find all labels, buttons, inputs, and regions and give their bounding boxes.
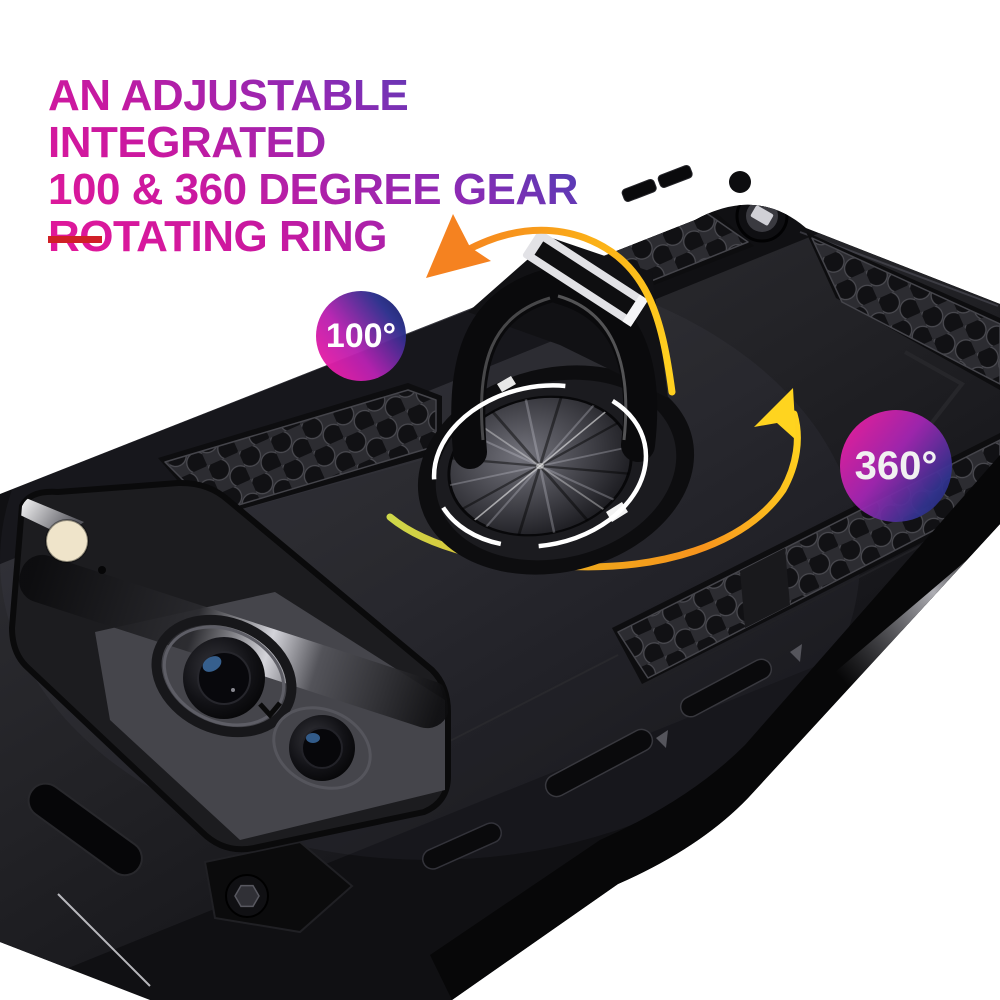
camera-lens-main bbox=[151, 614, 297, 738]
hinge-bracket bbox=[522, 230, 649, 327]
phone-case bbox=[0, 164, 1000, 1000]
headline-line-1: AN ADJUSTABLE INTEGRATED bbox=[48, 71, 409, 167]
camera-flash-icon bbox=[45, 519, 89, 563]
badge-360-degree: 360° bbox=[840, 410, 952, 522]
rotation-arrow-100-icon bbox=[426, 214, 676, 396]
side-button-nubs bbox=[621, 164, 751, 202]
camera-lens-second bbox=[272, 706, 372, 790]
side-button bbox=[544, 728, 654, 798]
camera-bar bbox=[8, 479, 451, 853]
headline-line-3: ROTATING RING bbox=[48, 212, 387, 261]
ring-arch bbox=[451, 238, 668, 469]
ring-kickstand bbox=[417, 230, 695, 575]
badge-360-label: 360° bbox=[854, 443, 938, 488]
corner-screw-icon bbox=[735, 204, 789, 243]
disc-highlight-ring bbox=[419, 366, 661, 565]
badge-100-degree: 100° bbox=[316, 291, 406, 381]
corner-guard bbox=[27, 782, 354, 987]
microphone-dot-icon bbox=[98, 566, 106, 574]
headline-line-2: 100 & 360 DEGREE GEAR bbox=[48, 165, 578, 214]
metal-disc bbox=[447, 395, 633, 537]
headline: AN ADJUSTABLE INTEGRATED 100 & 360 DEGRE… bbox=[48, 72, 688, 260]
lens-glint bbox=[306, 733, 320, 743]
headline-underline bbox=[48, 236, 102, 243]
badge-100-label: 100° bbox=[325, 316, 397, 355]
side-button bbox=[422, 822, 502, 870]
lens-glint bbox=[202, 656, 222, 672]
chevron-mark-icon bbox=[258, 701, 282, 719]
side-button bbox=[679, 658, 773, 718]
